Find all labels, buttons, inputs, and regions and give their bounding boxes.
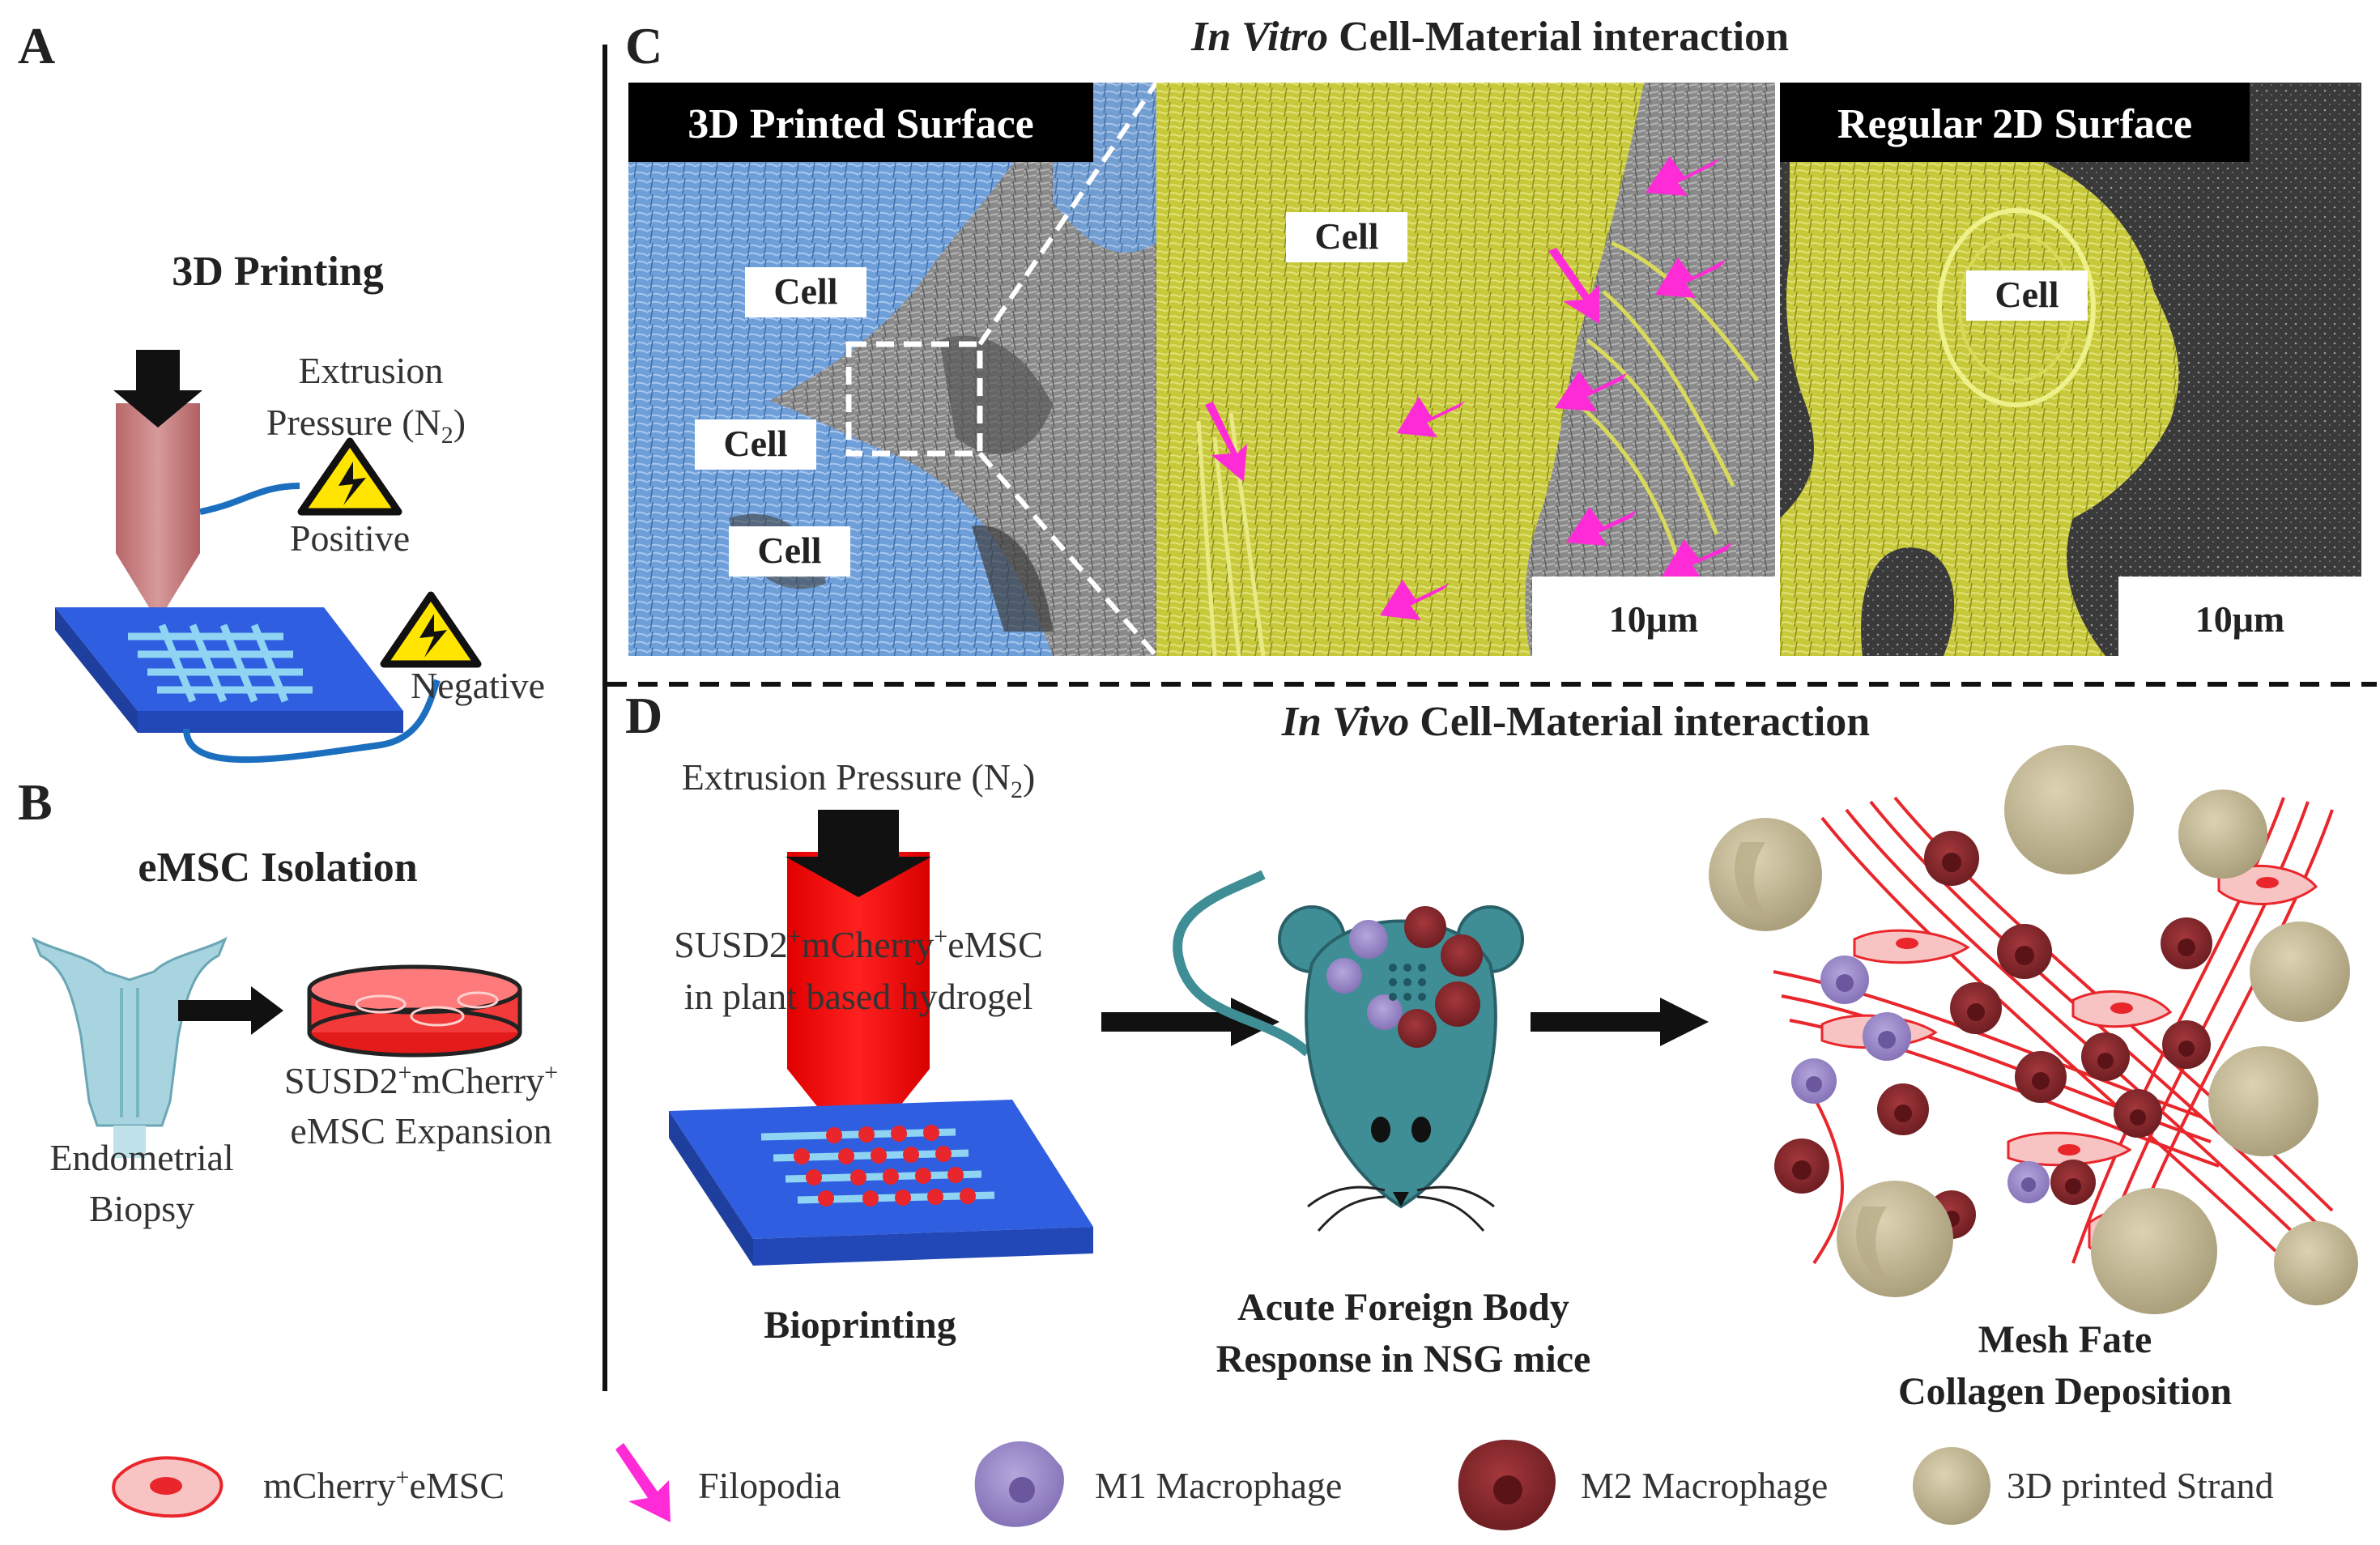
arrow-right-icon xyxy=(1531,998,1709,1046)
filopodia-arrow-icon xyxy=(1205,156,1733,620)
extrusion-label-line2: Pressure (N2) xyxy=(266,402,466,449)
panel-b-letter: B xyxy=(18,773,53,831)
label-3d-printed-surface: 3D Printed Surface xyxy=(688,101,1033,147)
panel-c-title: In Vitro Cell-Material interaction xyxy=(1190,14,1789,60)
cell-label: Cell xyxy=(729,526,850,577)
mouse-icon xyxy=(1173,870,1524,1232)
bio-label-line1: SUSD2+mCherry+eMSC xyxy=(674,923,1043,965)
legend-filopodia-label: Filopodia xyxy=(698,1465,841,1506)
svg-text:Cell: Cell xyxy=(757,530,821,571)
positive-label: Positive xyxy=(290,517,410,559)
panel-d: D In Vivo Cell-Material interaction Extr… xyxy=(625,687,2358,1413)
mouse-label-line2: Response in NSG mice xyxy=(1216,1338,1591,1381)
legend-m2-macrophage-icon xyxy=(1458,1440,1556,1530)
panel-c-letter: C xyxy=(625,17,662,74)
panel-d-title: In Vivo Cell-Material interaction xyxy=(1281,699,1870,745)
cell-label: Cell xyxy=(1966,270,2088,321)
cell-label: Cell xyxy=(1286,212,1407,262)
legend-filopodia-arrow-icon xyxy=(615,1443,671,1522)
panel-a: A 3D Printing Extrusion Pressure (N2) Po… xyxy=(18,17,545,764)
scale-bar-box xyxy=(1532,577,1775,656)
zoom-line xyxy=(977,452,1159,658)
uterus-icon xyxy=(32,936,228,1158)
legend-m1-macrophage-icon xyxy=(974,1441,1064,1527)
bioprinting-label: Bioprinting xyxy=(764,1304,956,1347)
arrow-right-icon xyxy=(178,986,283,1035)
printing-nozzle-icon xyxy=(116,403,200,622)
legend-emsc-label: mCherry+eMSC xyxy=(263,1464,505,1506)
bioprinted-scaffold xyxy=(669,1100,1093,1266)
legend-m1-label: M1 Macrophage xyxy=(1095,1465,1342,1506)
sem-image-3d-printed xyxy=(628,83,1156,656)
svg-text:Cell: Cell xyxy=(1995,274,2059,315)
label-regular-2d-surface: Regular 2D Surface xyxy=(1837,101,2192,147)
zoom-region-box xyxy=(845,341,983,457)
panel-a-letter: A xyxy=(18,17,55,74)
legend-m2-label: M2 Macrophage xyxy=(1581,1465,1828,1506)
positive-wire xyxy=(199,483,300,515)
fate-label-line2: Collagen Deposition xyxy=(1898,1370,2232,1413)
expansion-label-line2: eMSC Expansion xyxy=(290,1110,551,1151)
zoom-line xyxy=(977,81,1159,346)
down-arrow-icon xyxy=(113,350,202,428)
high-voltage-warning-icon xyxy=(297,437,402,516)
high-voltage-warning-icon xyxy=(380,591,482,668)
negative-label: Negative xyxy=(411,665,545,706)
cell-label: Cell xyxy=(745,267,866,317)
legend-emsc-icon xyxy=(112,1456,224,1518)
sem-image-2d xyxy=(1780,83,2361,657)
mesh-fate-illustration xyxy=(1709,745,2358,1314)
svg-text:Cell: Cell xyxy=(723,423,787,464)
bio-label-line2: in plant based hydrogel xyxy=(684,976,1033,1017)
scale-bar-box xyxy=(2118,577,2361,656)
legend-strand-icon xyxy=(1913,1447,1990,1525)
panel-b: B eMSC Isolation Endometrial Biopsy SUSD… xyxy=(18,773,558,1229)
petri-dish-icon xyxy=(307,964,522,1058)
legend-strand-label: 3D printed Strand xyxy=(2007,1465,2274,1506)
panel-a-title: 3D Printing xyxy=(172,249,383,295)
svg-text:Cell: Cell xyxy=(773,270,837,312)
scale-bar-label: 10μm xyxy=(1609,598,1698,640)
label-box-2d xyxy=(1780,83,2250,162)
svg-text:Cell: Cell xyxy=(1314,215,1378,257)
panel-d-letter: D xyxy=(625,687,662,744)
expansion-label-line1: SUSD2+mCherry+ xyxy=(284,1059,558,1101)
biopsy-label-line1: Endometrial xyxy=(49,1137,233,1178)
fate-label-line1: Mesh Fate xyxy=(1978,1318,2152,1361)
mouse-label-line1: Acute Foreign Body xyxy=(1237,1286,1569,1329)
scaffold-plate xyxy=(55,607,403,733)
legend: mCherry+eMSC Filopodia M1 Macrophage M2 … xyxy=(112,1440,2274,1530)
negative-wire xyxy=(183,679,441,764)
panel-b-title: eMSC Isolation xyxy=(138,845,417,891)
extrusion-label-line1: Extrusion xyxy=(299,350,444,391)
biopsy-label-line2: Biopsy xyxy=(89,1188,194,1229)
label-box-3d xyxy=(628,83,1093,162)
panel-c: C In Vitro Cell-Material interaction 3D … xyxy=(625,14,2361,658)
down-arrow-icon xyxy=(786,810,931,897)
scale-bar-label: 10μm xyxy=(2195,598,2284,640)
cell-label: Cell xyxy=(695,419,816,470)
d-extrusion-label: Extrusion Pressure (N2) xyxy=(682,756,1036,803)
